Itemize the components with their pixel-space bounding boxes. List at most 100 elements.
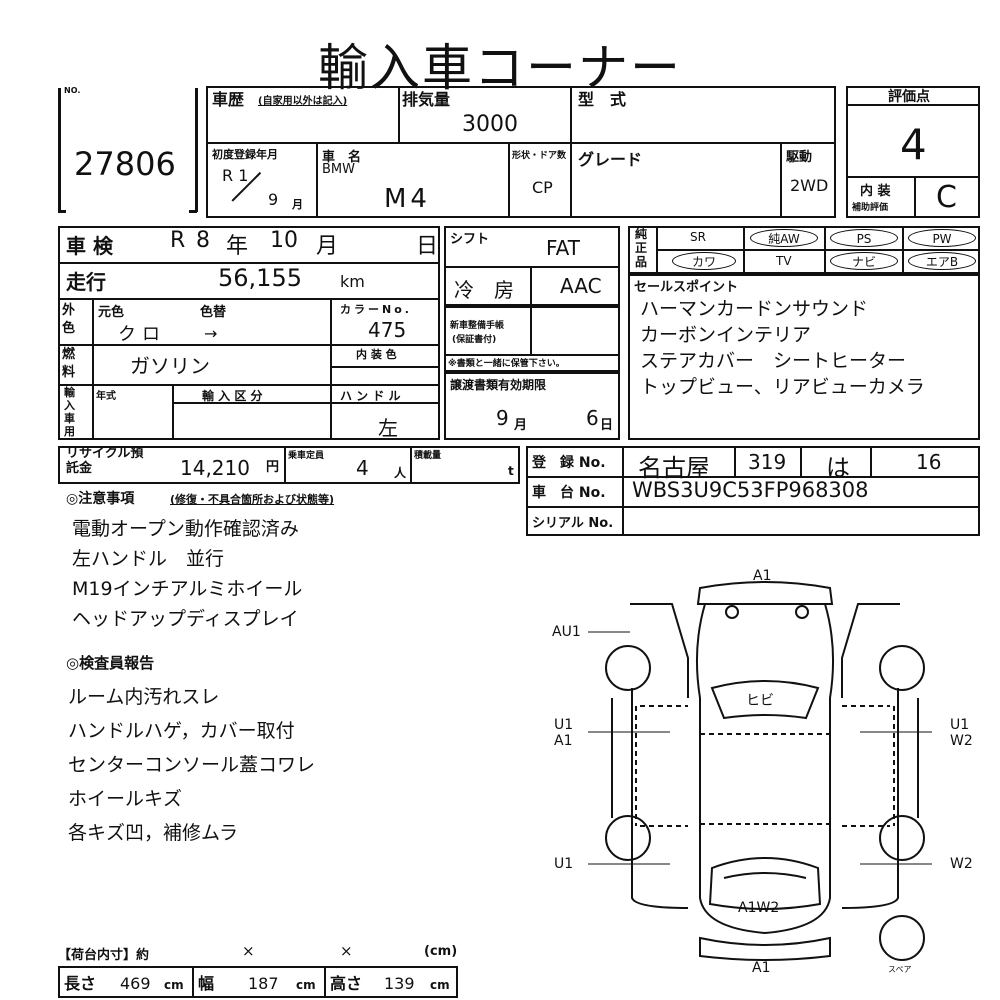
inspector-line: ハンドルハゲ，カバー取付 [68, 720, 295, 742]
chassis-label: 車 台 No. [532, 485, 606, 501]
shift-label: シフト [450, 232, 490, 247]
drive-value: 2WD [790, 176, 829, 195]
inspector-line: センターコンソール蓋コワレ [68, 754, 316, 776]
first-reg-month-unit: 月 [292, 198, 303, 211]
registration-class: 319 [748, 450, 787, 474]
score-label: 評価点 [888, 89, 930, 105]
registration-box [526, 446, 980, 536]
note-line: 電動オープン動作確認済み [72, 518, 299, 540]
load-label: 積載量 [414, 451, 442, 461]
capacity-unit: 人 [394, 466, 407, 480]
inspection-month-unit: 月 [316, 234, 339, 259]
car-damage-diagram [588, 581, 932, 961]
color-orig: クロ [118, 324, 166, 345]
notes-heading: ◎注意事項 [66, 491, 135, 507]
equip-label: 純正品 [635, 227, 648, 269]
transfer-day: 6 [586, 406, 599, 430]
cargo-label: 【荷台内寸】約 [58, 948, 150, 963]
registration-kana: は [826, 454, 850, 482]
equip-tv: TV [776, 254, 792, 268]
equip-sr: SR [690, 230, 706, 244]
cargo-width-unit: cm [296, 978, 316, 992]
ac-value: AAC [560, 274, 602, 298]
damage-left-rear-label: U1 [554, 856, 574, 872]
damage-front-label: A1 [753, 568, 772, 584]
color-code-label: カラーNo. [340, 303, 412, 316]
displacement-value: 3000 [462, 112, 518, 137]
history-label: 車歴 [212, 90, 245, 109]
cargo-length-label: 長さ [64, 974, 97, 993]
body-shape-label: 形状・ドア数 [512, 151, 567, 161]
body-shape-value: CP [532, 178, 553, 197]
first-reg-month: 9 [268, 190, 279, 209]
inspection-era: R [170, 228, 186, 253]
cargo-length-unit: cm [164, 978, 184, 992]
sales-point-line: トップビュー、リアビューカメラ [640, 376, 925, 398]
cargo-height-label: 高さ [330, 974, 363, 993]
equip-alloy-wheel: 純AW [750, 229, 818, 247]
inspection-year-unit: 年 [226, 234, 249, 259]
ac-label: 冷 房 [454, 278, 514, 302]
spare-tire-label: スペア [888, 965, 912, 974]
manual-label: 新車整備手帳 [450, 321, 505, 331]
inspection-day-unit: 日 [416, 234, 439, 259]
damage-right-rear-label: W2 [950, 856, 973, 872]
recycle-box [58, 446, 520, 484]
model-type-label: 型 式 [578, 90, 627, 109]
inspection-label: 車 検 [66, 234, 113, 258]
inspection-month: 10 [270, 228, 298, 253]
interior-sub-label: 補助評価 [852, 203, 889, 213]
color-code: 475 [368, 318, 407, 342]
cargo-unit: (cm) [424, 944, 458, 959]
inspection-year: 8 [196, 228, 210, 253]
equip-airbag: エアB [908, 252, 976, 270]
damage-left-mid-2: A1 [554, 733, 573, 749]
import-label: 輸入車用 [64, 386, 75, 438]
manual-sub: (保証書付) [452, 335, 497, 345]
manual-note: ※書類と一緒に保管下さい。 [448, 359, 565, 369]
interior-color-label: 内 装 色 [356, 348, 397, 361]
inspector-line: 各キズ凹，補修ムラ [68, 822, 239, 844]
drive-label: 駆動 [786, 150, 813, 165]
color-label: 外色 [62, 303, 76, 336]
mileage-label: 走行 [66, 270, 106, 294]
damage-windshield-label: ヒビ [746, 693, 774, 709]
damage-fl-label: AU1 [552, 624, 581, 640]
transfer-box [444, 372, 620, 440]
sales-points-box [628, 274, 980, 440]
inspector-line: ホイールキズ [68, 788, 183, 810]
notes-heading-sub: (修復・不具合箇所および状態等) [170, 493, 335, 506]
vehicle-info-box [206, 86, 836, 218]
damage-rear-label: A1 [752, 960, 771, 976]
recycle-value: 14,210 [180, 456, 250, 480]
sales-points-label: セールスポイント [634, 280, 739, 295]
registration-label: 登 録 No. [532, 455, 606, 471]
color-orig-label: 元色 [98, 305, 125, 320]
transfer-month: 9 [496, 406, 509, 430]
color-change-label: 色替 [200, 305, 227, 320]
car-maker: BMW [322, 162, 355, 177]
cargo-times-1: × [242, 942, 255, 960]
note-line: M19インチアルミホイール [72, 578, 303, 600]
score-box [846, 86, 980, 218]
cargo-height: 139 [384, 974, 415, 993]
first-reg-era: R 1 [222, 166, 249, 185]
capacity-label: 乗車定員 [288, 451, 325, 461]
equip-navi: ナビ [830, 252, 898, 270]
serial-label: シリアル No. [532, 516, 614, 531]
cargo-height-unit: cm [430, 978, 450, 992]
fuel-label: 燃料 [62, 347, 76, 380]
damage-right-mid-1: U1 [950, 717, 970, 733]
import-year-label: 年式 [96, 391, 116, 402]
grade-label: グレード [578, 150, 643, 169]
load-unit: t [508, 464, 514, 478]
lot-no-label: NO. [64, 86, 81, 95]
import-class-label: 輸 入 区 分 [202, 389, 263, 403]
mileage-unit: km [340, 272, 365, 291]
sales-point-line: ステアカバー シートヒーター [640, 350, 907, 372]
cargo-width-label: 幅 [198, 974, 215, 993]
damage-left-mid-1: U1 [554, 717, 574, 733]
cargo-box [58, 966, 458, 998]
inspector-line: ルーム内汚れスレ [68, 686, 220, 708]
capacity-value: 4 [356, 456, 369, 480]
